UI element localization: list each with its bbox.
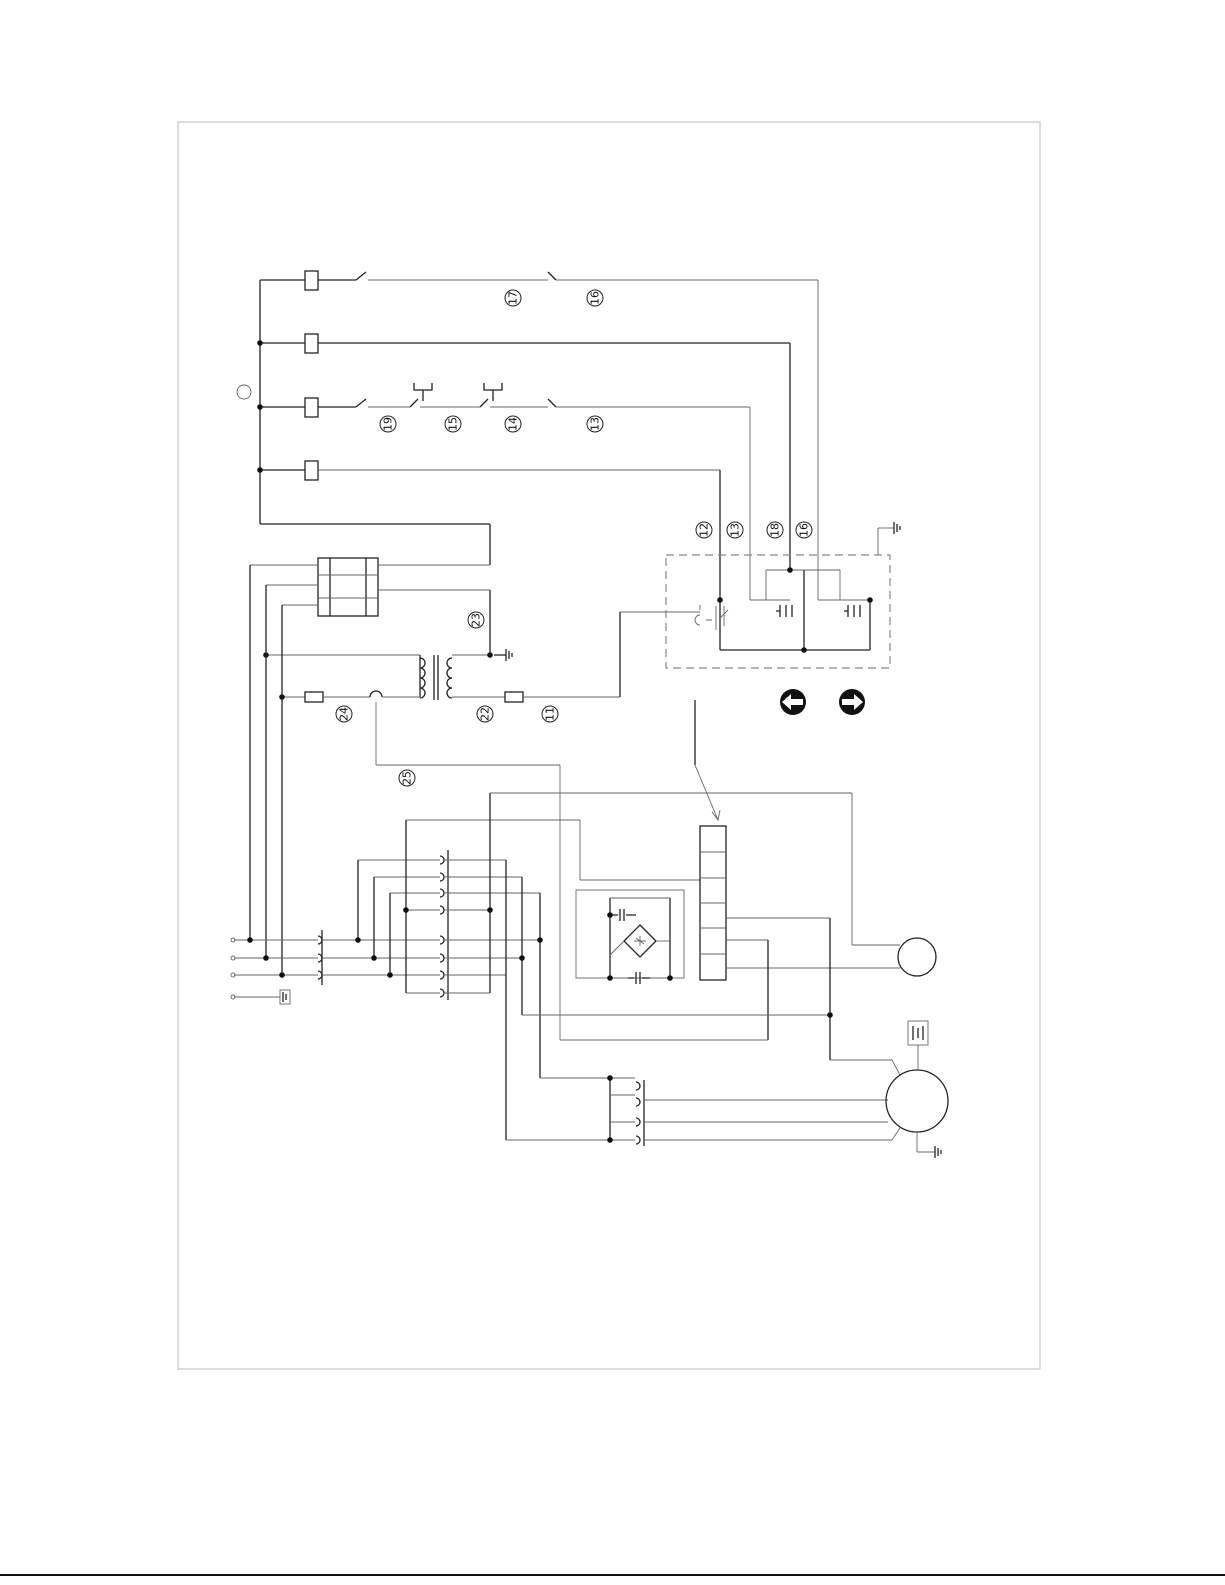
control-circuit — [237, 271, 818, 650]
svg-text:16: 16 — [798, 523, 811, 537]
svg-text:12: 12 — [698, 523, 711, 537]
node-tag-13: 13 — [727, 522, 743, 538]
pushbutton — [480, 383, 502, 407]
ground-icon — [894, 522, 900, 534]
brake-coil — [898, 938, 936, 976]
thermal-overload — [636, 1082, 640, 1144]
indicator-lamp — [237, 385, 251, 399]
node-tag-17: 17 — [505, 290, 521, 306]
svg-text:15: 15 — [447, 417, 460, 431]
switch-contact — [776, 605, 792, 617]
pushbutton — [410, 383, 432, 407]
svg-text:16: 16 — [589, 291, 602, 305]
contactor-contacts — [440, 856, 444, 997]
svg-text:14: 14 — [507, 417, 520, 431]
transformer — [263, 612, 620, 1040]
fuse — [505, 692, 523, 702]
relay-coil — [305, 398, 318, 417]
contactor-block — [250, 558, 490, 655]
switch-contact — [844, 605, 860, 617]
svg-text:24: 24 — [338, 707, 351, 721]
relay-coil — [305, 271, 318, 290]
fuse — [305, 692, 323, 702]
pendant-box — [620, 522, 900, 668]
node-tag-12: 12 — [696, 522, 712, 538]
svg-text:25: 25 — [401, 771, 414, 785]
svg-text:13: 13 — [589, 417, 602, 431]
capacitor — [610, 909, 636, 921]
ground-icon — [494, 649, 512, 661]
node-tag-11: 11 — [542, 706, 558, 722]
svg-text:17: 17 — [507, 291, 520, 305]
arrow-left-icon — [780, 689, 806, 715]
node-tag-22: 22 — [477, 706, 493, 722]
svg-text:11: 11 — [544, 707, 557, 721]
node-tag-19: 19 — [380, 416, 396, 432]
arrow-right-icon — [839, 689, 865, 715]
ground-icon — [280, 990, 290, 1004]
node-tag-16: 16 — [587, 290, 603, 306]
svg-text:18: 18 — [769, 523, 782, 537]
relay-coil — [305, 334, 318, 353]
page-frame — [178, 122, 1040, 1369]
power-circuit — [231, 565, 948, 1158]
node-tag-16: 16 — [796, 522, 812, 538]
limit-switch — [695, 605, 728, 630]
node-tag-23: 23 — [468, 612, 484, 628]
ground-icon — [935, 1146, 941, 1158]
node-tag-15: 15 — [445, 416, 461, 432]
node-tag-18: 18 — [767, 522, 783, 538]
node-tag-13: 13 — [587, 416, 603, 432]
page-footer-rule — [0, 1574, 1225, 1576]
motor-icon — [886, 1070, 948, 1132]
node-tag-14: 14 — [505, 416, 521, 432]
node-tag-25: 25 — [399, 770, 415, 786]
svg-text:19: 19 — [382, 417, 395, 431]
svg-text:22: 22 — [479, 707, 492, 721]
node-tag-24: 24 — [336, 706, 352, 722]
rectifier-module — [576, 890, 684, 978]
svg-text:13: 13 — [729, 523, 742, 537]
relay-coil — [305, 461, 318, 480]
svg-text:23: 23 — [470, 613, 483, 627]
